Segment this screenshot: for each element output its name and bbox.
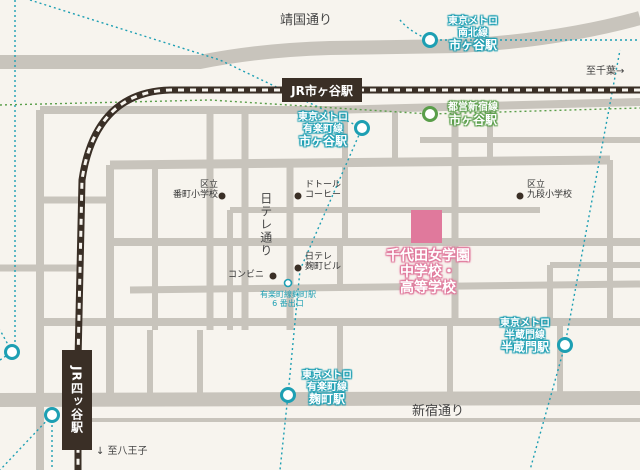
bancho-school-label: 区立 番町小学校 — [160, 180, 218, 201]
station-line-name: 有楽町線 — [307, 381, 347, 393]
doutor-label: ドトール コーヒー — [305, 180, 341, 201]
shinjuku-dori-label: 新宿通り — [412, 404, 465, 419]
yasukuni-dori — [0, 11, 640, 69]
hanzomon-label[interactable]: 東京メトロ 半蔵門線 半蔵門駅 — [492, 318, 558, 355]
station-name: 麹町駅 — [308, 392, 345, 406]
jr-line — [74, 86, 640, 470]
nittele-building-label: 日テレ 麹町ビル — [305, 252, 341, 273]
station-line-name: 有楽町線 — [303, 123, 343, 135]
yurakucho-ichigaya-label[interactable]: 東京メトロ 有楽町線 市ヶ谷駅 — [290, 112, 356, 149]
road-network — [0, 11, 640, 470]
exit6-marker — [283, 278, 293, 288]
school-label[interactable]: 千代田女学園 中学校・ 高等学校 — [376, 248, 480, 296]
yotsuya-metro-marker — [44, 407, 60, 423]
nittele-dori-label: 日テレ通り — [258, 192, 273, 257]
station-name: 市ヶ谷駅 — [448, 112, 497, 127]
jr-yotsuya-label: JR四ッ谷駅 — [69, 366, 84, 434]
left-metro-marker — [4, 344, 20, 360]
school-name-line: 千代田女学園 — [386, 248, 470, 264]
namboku-ichigaya-marker — [422, 32, 438, 48]
exit6-label: 有楽町線麹町駅 6 番出口 — [248, 290, 328, 308]
station-line-name: 半蔵門線 — [505, 329, 545, 341]
school-name-line: 中学校・ — [400, 264, 456, 281]
hanzomon-marker — [557, 337, 573, 353]
to-chiba-label: 至千葉→ — [586, 66, 625, 77]
exit-line: 有楽町線麹町駅 — [260, 290, 316, 299]
station-name: 市ヶ谷駅 — [298, 134, 347, 148]
station-name: 市ヶ谷駅 — [448, 38, 497, 52]
poi-line: 番町小学校 — [172, 190, 218, 201]
poi-line: 区立 — [199, 180, 218, 190]
namboku-ichigaya-label[interactable]: 東京メトロ 南北線 市ヶ谷駅 — [440, 16, 506, 53]
station-line-name: 東京メトロ — [448, 16, 498, 27]
station-line-name: 東京メトロ — [500, 318, 550, 329]
toei-ichigaya-marker — [422, 106, 438, 122]
jr-ichigaya-station[interactable]: JR市ヶ谷駅 — [282, 78, 362, 102]
conbini-label: コンビニ — [228, 270, 265, 280]
toei-line — [0, 99, 640, 115]
exit-line: 6 番出口 — [272, 299, 304, 309]
poi-line: 区立 — [527, 180, 546, 190]
toei-ichigaya-label[interactable]: 都営新宿線 市ヶ谷駅 — [440, 102, 506, 127]
kudan-school-label: 区立 九段小学校 — [527, 180, 572, 201]
school-name-line: 高等学校 — [400, 280, 456, 297]
poi-line: コーヒー — [305, 190, 342, 201]
yurakucho-ichigaya-marker — [354, 120, 370, 136]
jr-yotsuya-station[interactable]: JR四ッ谷駅 — [62, 350, 92, 450]
station-name: 半蔵門駅 — [500, 340, 549, 354]
poi-line: ドトール — [305, 180, 342, 190]
station-line-name: 南北線 — [458, 27, 488, 39]
station-line-name: 東京メトロ — [302, 370, 352, 381]
poi-line: 麹町ビル — [305, 262, 342, 273]
station-line-name: 東京メトロ — [298, 112, 348, 123]
school-building — [411, 210, 442, 243]
station-line-name: 都営新宿線 — [448, 102, 498, 113]
yasukuni-dori-label: 靖国通り — [280, 13, 333, 28]
yurakucho-line — [29, 0, 363, 470]
poi-dots — [218, 192, 524, 280]
poi-line: 日テレ — [305, 252, 333, 262]
kojimachi-label[interactable]: 東京メトロ 有楽町線 麹町駅 — [294, 370, 360, 407]
to-hachioji-label: ↓ 至八王子 — [96, 446, 148, 457]
poi-line: 九段小学校 — [527, 190, 573, 201]
kojimachi-marker — [280, 387, 296, 403]
jr-ichigaya-label: JR市ヶ谷駅 — [291, 83, 353, 98]
hanzomon-line — [564, 49, 621, 346]
